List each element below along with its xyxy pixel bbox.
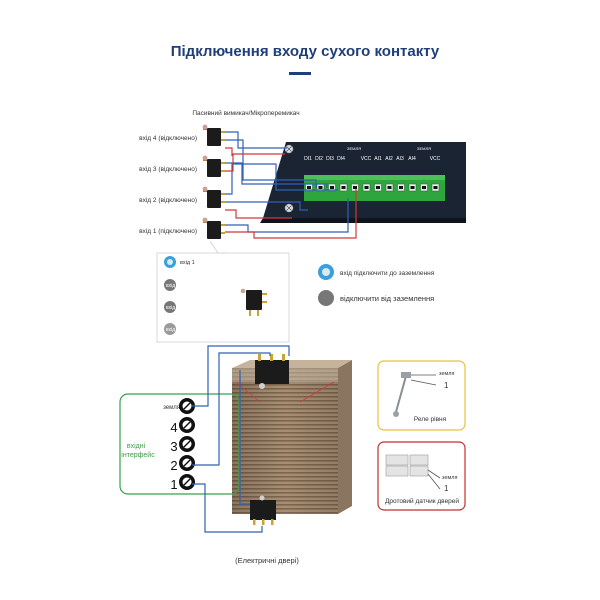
legend-item-3: вхід 3 (164, 301, 180, 313)
interface-num-2: 2 (170, 458, 177, 473)
relay-wires (410, 374, 437, 386)
door-sensor-box (377, 441, 466, 511)
legend-item-4: вхід 4 (164, 323, 180, 335)
terminal-screw (431, 183, 440, 192)
legend-disconnect: відключити від заземлення (318, 290, 434, 306)
door-wires (192, 345, 290, 533)
terminal-screw (339, 183, 348, 192)
legend-item-1: вхід 1 (164, 256, 195, 268)
micro-switch-2 (202, 186, 225, 208)
relay-num-label: 1 (444, 381, 449, 390)
door-sensor-image (385, 454, 429, 477)
switch-label-3: вхід 3 (відключено) (139, 165, 197, 173)
interface-terminal-4 (179, 417, 195, 433)
board-gnd-left: ЗЕМЛЯ (347, 146, 361, 151)
door-sensor-gnd-label: земля (442, 475, 458, 481)
interface-num-3: 3 (170, 439, 177, 454)
interface-num-1: 1 (170, 477, 177, 492)
page-title: Підключення входу сухого контакту (171, 43, 440, 60)
input-interface-box (119, 393, 240, 495)
terminal-screw (397, 183, 405, 192)
door-bottom-switch (250, 495, 276, 525)
legend-connect: вхід підключити до заземлення (318, 264, 435, 280)
terminal-screw (420, 183, 428, 192)
relay-caption: Реле рівня (414, 415, 447, 423)
terminal-label-8: AI3 (396, 156, 404, 162)
terminal-label-10: VCC (430, 156, 441, 162)
bottom-caption: (Електричні двері) (235, 556, 299, 565)
micro-switch-1 (202, 217, 225, 239)
terminal-label-3: DI3 (326, 156, 334, 162)
legend-box (156, 252, 290, 343)
terminal-label-1: DI1 (304, 156, 312, 162)
terminal-screw (351, 183, 359, 192)
switch-label-1: вхід 1 (підключено) (139, 227, 197, 235)
interface-label-line1: вхідні (127, 442, 146, 450)
interface-terminal-gnd (179, 398, 195, 414)
legend-switch-image (240, 288, 267, 316)
controller-board (260, 142, 466, 223)
relay-probe (393, 372, 411, 417)
switch-label-2: вхід 2 (відключено) (139, 196, 197, 204)
terminal-label-6: AI1 (374, 156, 382, 162)
interface-terminal-3 (179, 436, 195, 452)
relay-gnd-label: земля (439, 371, 455, 377)
relay-box (377, 360, 466, 431)
interface-gnd-label: земля (163, 405, 180, 411)
terminal-label-7: AI2 (385, 156, 393, 162)
terminal-screw (385, 183, 394, 192)
terminal-screw (328, 183, 336, 192)
terminal-label-4: DI4 (337, 156, 345, 162)
legend-item-1-label: вхід 1 (180, 260, 195, 266)
terminal-screw (374, 183, 382, 192)
title-underline (289, 72, 311, 75)
board-gnd-right: ЗЕМЛЯ (417, 146, 431, 151)
interface-terminal-1 (179, 474, 195, 490)
legend-callout (209, 240, 228, 254)
door-sensor-num-label: 1 (444, 484, 449, 493)
micro-switch-3 (202, 155, 225, 177)
interface-label-line2: інтерфейс (121, 451, 155, 459)
door-sensor-wires (427, 469, 441, 490)
switch-wires (225, 131, 357, 239)
legend-item-4-label: вхід 4 (166, 327, 180, 333)
legend-item-2-label: вхід 2 (166, 283, 180, 289)
terminal-screw (408, 183, 417, 192)
legend-item-3-label: вхід 3 (166, 305, 180, 311)
terminal-label-9: AI4 (408, 156, 416, 162)
terminal-screw (362, 183, 371, 192)
interface-terminal-2 (179, 455, 195, 471)
legend-connect-label: вхід підключити до заземлення (340, 269, 435, 277)
door-top-switch (255, 354, 289, 389)
terminal-screws (305, 183, 440, 192)
switch-group-label: Пасивний вимикач/Мікроперемикач (192, 109, 299, 117)
interface-num-4: 4 (170, 420, 177, 435)
terminal-label-2: DI2 (315, 156, 323, 162)
door-sensor-caption: Дротовий датчик дверей (385, 497, 459, 505)
micro-switch-4 (202, 124, 225, 146)
switch-label-4: вхід 4 (відключено) (139, 134, 197, 142)
interface-terminals (179, 398, 195, 490)
terminal-label-5: VCC (361, 156, 372, 162)
electric-door (232, 360, 352, 514)
legend-disconnect-label: відключити від заземлення (340, 294, 434, 303)
legend-item-2: вхід 2 (164, 279, 180, 291)
